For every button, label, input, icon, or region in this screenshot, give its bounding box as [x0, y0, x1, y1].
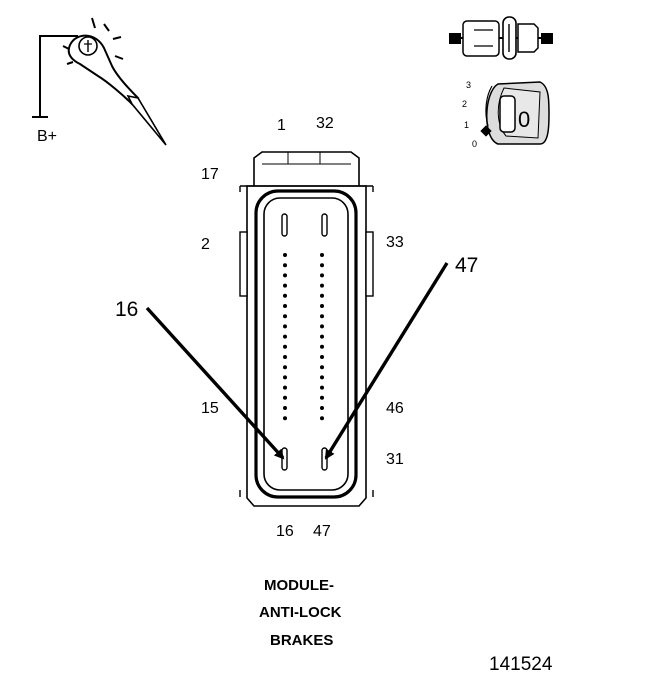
- terminal-pin: [320, 283, 324, 288]
- callout-arrow-16: [145, 306, 285, 460]
- terminal-pin: [283, 263, 287, 268]
- ignition-position-3: 3: [466, 80, 471, 90]
- terminal-pin: [320, 406, 324, 410]
- pin-label-17: 17: [201, 166, 219, 183]
- ignition-position-0: 0: [472, 139, 477, 149]
- terminal-large-32: [321, 213, 328, 237]
- terminal-pin: [283, 385, 287, 390]
- connector-body: [239, 151, 374, 507]
- terminal-pin: [283, 355, 287, 359]
- ignition-key-position: 0: [518, 107, 530, 132]
- test-light-icon: [32, 17, 167, 146]
- terminal-pin: [320, 375, 324, 380]
- terminal-pin: [283, 365, 287, 370]
- terminal-pin: [283, 334, 287, 339]
- terminal-pin: [283, 375, 287, 380]
- ignition-position-2: 2: [462, 99, 467, 109]
- callout-arrow-47: [324, 262, 449, 460]
- fuse-icon: [449, 16, 553, 60]
- terminal-pin: [283, 304, 287, 308]
- terminal-pin: [320, 314, 324, 319]
- terminal-pin: [283, 283, 287, 288]
- terminal-pin: [320, 334, 324, 339]
- ignition-position-1: 1: [464, 120, 469, 130]
- terminal-pin: [320, 253, 324, 257]
- pin-label-15: 15: [201, 400, 219, 417]
- pin-label-bottom-47: 47: [313, 523, 331, 540]
- terminal-pin: [320, 324, 324, 329]
- caption-line-1: MODULE-: [264, 577, 334, 594]
- terminal-pin: [283, 293, 287, 298]
- terminal-pin: [320, 355, 324, 359]
- terminal-pin: [283, 344, 287, 349]
- terminal-pin: [320, 385, 324, 390]
- caption-line-3: BRAKES: [270, 632, 333, 649]
- terminal-pin: [320, 344, 324, 349]
- figure-number: 141524: [489, 654, 553, 675]
- callout-label-47: 47: [455, 254, 478, 277]
- terminal-pin: [283, 314, 287, 319]
- terminal-pin: [320, 293, 324, 298]
- caption-line-2: ANTI-LOCK: [259, 604, 342, 621]
- ignition-switch-icon: [480, 81, 550, 145]
- test-light-label: B+: [37, 128, 57, 145]
- terminal-pin: [320, 263, 324, 268]
- terminal-pin: [283, 395, 287, 400]
- pin-label-32: 32: [316, 115, 334, 132]
- terminal-pin: [283, 406, 287, 410]
- pin-label-46: 46: [386, 400, 404, 417]
- terminal-pin: [320, 273, 324, 278]
- terminal-pin: [320, 365, 324, 370]
- light-rays-icon: [62, 17, 124, 65]
- pin-label-2: 2: [201, 236, 210, 253]
- callout-label-16: 16: [115, 298, 138, 321]
- pin-label-33: 33: [386, 234, 404, 251]
- terminal-pin: [283, 253, 287, 257]
- terminal-pin: [320, 395, 324, 400]
- terminal-pin: [283, 273, 287, 278]
- pin-label-bottom-16: 16: [276, 523, 294, 540]
- terminal-pin: [283, 416, 287, 421]
- terminal-pin-grid: [283, 253, 324, 421]
- pin-label-1: 1: [277, 117, 286, 134]
- terminal-pin: [283, 324, 287, 329]
- terminal-pin: [320, 304, 324, 308]
- terminal-large-1: [281, 213, 288, 237]
- terminal-pin: [320, 416, 324, 421]
- pin-label-31: 31: [386, 451, 404, 468]
